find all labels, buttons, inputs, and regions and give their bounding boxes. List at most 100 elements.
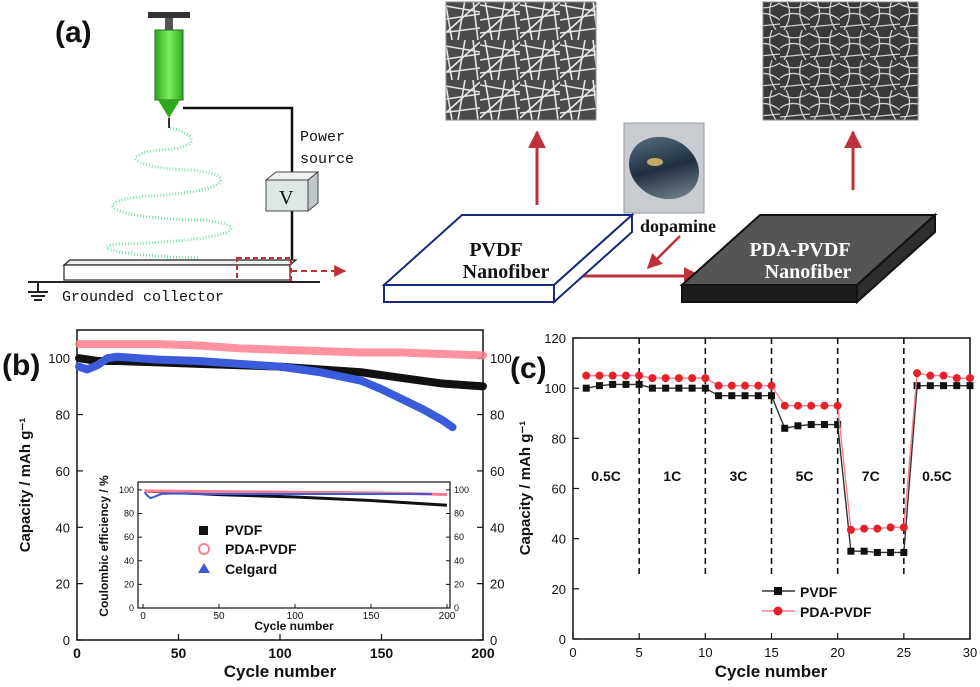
legend-marker-pda-pvdf [198, 543, 210, 555]
c-point-pda-pvdf [635, 371, 644, 380]
c-point-pvdf [701, 384, 709, 392]
c-point-pvdf [940, 382, 948, 390]
grounded-collector-label: Grounded collector [62, 289, 224, 306]
c-point-pda-pvdf [621, 371, 630, 380]
c-point-pvdf [953, 382, 961, 390]
b-ytick-label: 0 [63, 633, 70, 648]
c-xtick-label: 5 [636, 645, 643, 660]
c-point-pda-pvdf [648, 374, 657, 383]
c-point-pvdf [662, 384, 670, 392]
c-point-pda-pvdf [926, 371, 935, 380]
legend-label-pda-pvdf: PDA-PVDF [225, 541, 297, 557]
c-point-pvdf [688, 384, 696, 392]
c-rate-label: 1C [663, 468, 681, 484]
legend-marker-pda-pvdf-c [773, 606, 783, 616]
c-point-pda-pvdf [873, 524, 882, 533]
b-rtick-label: 40 [490, 520, 504, 535]
b-ytick-label: 40 [56, 520, 70, 535]
c-point-pda-pvdf [595, 371, 604, 380]
c-point-pvdf [622, 380, 630, 388]
panel-b-x-axis-label: Cycle number [224, 662, 337, 681]
c-rate-label: 5C [796, 468, 814, 484]
inset-xtick-label: 100 [287, 611, 304, 622]
panel-c-label: (c) [510, 352, 547, 385]
inset-ytick-label: 100 [119, 485, 134, 495]
c-point-pda-pvdf [767, 381, 776, 390]
c-point-pda-pvdf [674, 374, 683, 383]
c-point-pda-pvdf [860, 524, 869, 533]
inset-ytick-label: 80 [124, 509, 134, 519]
c-point-pda-pvdf [727, 381, 736, 390]
b-rtick-label: 80 [490, 408, 504, 423]
c-point-pvdf [860, 547, 868, 555]
c-xtick-label: 0 [569, 645, 576, 660]
inset-xtick-label: 0 [140, 611, 146, 622]
panel-c-x-axis-label: Cycle number [715, 662, 828, 681]
inset-ytick-label: 20 [124, 579, 134, 589]
c-xtick-label: 10 [698, 645, 712, 660]
c-point-pvdf [741, 392, 749, 400]
panel-b-label: (b) [2, 349, 40, 382]
b-ytick-label: 100 [48, 351, 70, 366]
c-point-pvdf [715, 392, 723, 400]
c-point-pda-pvdf [701, 374, 710, 383]
legend-marker-pvdf [199, 526, 208, 535]
b-xtick-label: 150 [370, 645, 394, 661]
syringe-icon [148, 12, 190, 128]
b-ytick-label: 60 [56, 464, 70, 479]
c-point-pda-pvdf [754, 381, 763, 390]
inset-rtick-label: 80 [454, 509, 464, 519]
inset-rtick-label: 20 [454, 579, 464, 589]
c-point-pvdf [754, 392, 762, 400]
c-point-pda-pvdf [793, 401, 802, 410]
inset-x-axis-label: Cycle number [254, 619, 334, 633]
voltmeter-icon: V [264, 170, 320, 213]
c-ytick-label: 120 [544, 331, 566, 346]
pda-label-1: PDA-PVDF [749, 239, 850, 261]
c-rate-label: 7C [862, 468, 880, 484]
pda-label-2: Nanofiber [765, 261, 852, 283]
legend-label-pda-pvdf-c: PDA-PVDF [800, 604, 872, 620]
c-point-pda-pvdf [833, 401, 842, 410]
pda-pvdf-membrane [679, 212, 938, 305]
legend-marker-celgard [198, 563, 210, 573]
c-point-pda-pvdf [846, 525, 855, 534]
c-xtick-label: 30 [963, 645, 977, 660]
c-rate-label: 3C [729, 468, 747, 484]
c-point-pvdf [595, 382, 603, 390]
c-point-pda-pvdf [939, 371, 948, 380]
c-point-pda-pvdf [886, 523, 895, 532]
c-ytick-label: 0 [559, 632, 566, 647]
c-point-pvdf [675, 384, 683, 392]
electrospinning-jet [105, 126, 233, 260]
inset-rtick-label: 0 [454, 603, 459, 613]
c-point-pvdf [609, 380, 617, 388]
inset-rtick-label: 100 [454, 485, 469, 495]
c-point-pvdf [887, 548, 895, 556]
c-ytick-label: 20 [552, 582, 566, 597]
c-point-pvdf [781, 424, 789, 432]
panel-c-legend: PVDF PDA-PVDF [762, 584, 872, 620]
panel-a-label: (a) [55, 16, 92, 49]
c-ytick-label: 100 [544, 381, 566, 396]
c-point-pvdf [635, 380, 643, 388]
inset-xtick-label: 50 [213, 611, 225, 622]
c-point-pda-pvdf [741, 381, 750, 390]
c-point-pda-pvdf [952, 374, 961, 383]
b-xtick-label: 50 [171, 645, 187, 661]
c-point-pvdf [966, 382, 974, 390]
power-wire [183, 106, 294, 172]
inset-plot [143, 489, 448, 507]
arrow-dopamine [646, 235, 681, 270]
c-point-pda-pvdf [807, 401, 816, 410]
c-ytick-label: 80 [552, 431, 566, 446]
c-point-pvdf [820, 421, 828, 429]
c-point-pda-pvdf [899, 523, 908, 532]
